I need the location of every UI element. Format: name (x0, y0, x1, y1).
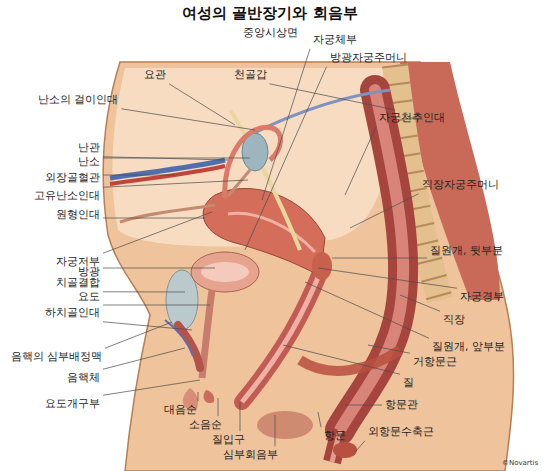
perineal-body (257, 411, 313, 439)
leader-line (103, 322, 192, 330)
leader-line (275, 415, 276, 446)
bladder (191, 252, 259, 292)
part-label: 자궁천추인대 (379, 112, 445, 124)
leader-line (103, 218, 205, 219)
leader-line (400, 295, 440, 311)
part-label: 질 (403, 377, 414, 389)
vagina-lumen (242, 268, 322, 402)
leader-line (332, 258, 427, 259)
leader-line (245, 67, 327, 250)
cervix (312, 252, 332, 280)
leader-line (345, 405, 382, 406)
leader-line (103, 180, 248, 187)
part-label: 대음순 (164, 404, 197, 416)
leader-line (318, 412, 321, 427)
watermark: ©Novartis (502, 460, 538, 468)
part-label: 직장자궁주머니 (422, 179, 499, 191)
leader-line (368, 345, 410, 353)
part-label: 질입구 (212, 434, 245, 446)
part-label: 방광자궁주머니 (330, 52, 407, 64)
part-label: 외항문수축근 (368, 426, 434, 438)
rectum-wall (340, 90, 403, 430)
round-ligament (120, 205, 215, 222)
part-label: 음핵체 (67, 372, 100, 384)
part-label: 항문 (324, 430, 346, 442)
body-outline (103, 62, 513, 471)
labium-minus (204, 390, 215, 403)
ovarian-ligament (228, 170, 250, 196)
leader-line (318, 268, 457, 288)
part-label: 소음순 (189, 419, 222, 431)
part-label: 직장 (443, 314, 465, 326)
part-label: 심부회음부 (223, 449, 278, 461)
leader-line (240, 402, 241, 431)
leader-line (355, 441, 365, 452)
leader-line (218, 398, 219, 416)
subtitle: 중앙시상면 (243, 27, 298, 39)
part-label: 천골갑 (234, 69, 267, 81)
part-label: 항문관 (385, 399, 418, 411)
part-label: 방광 (78, 266, 100, 278)
leader-line (105, 322, 172, 348)
part-label: 질원개, 앞부분 (432, 341, 505, 353)
leader-line (169, 84, 235, 125)
leader-line (283, 345, 400, 374)
dorsal-vein (165, 320, 193, 356)
part-label: 자궁경부 (460, 291, 504, 303)
leader-line (103, 380, 200, 395)
title: 여성의 골반장기와 회음부 (182, 5, 357, 22)
leader-line (198, 392, 199, 401)
leader-line (103, 158, 250, 159)
part-label: 자궁체부 (313, 34, 357, 46)
leader-line (103, 305, 210, 306)
part-label: 고유난소인대 (34, 190, 100, 202)
anal-sphincter (333, 442, 357, 458)
vagina (242, 268, 322, 402)
part-label: 요도개구부 (45, 398, 100, 410)
part-label: 요도 (78, 291, 100, 303)
rectum-lumen (340, 90, 403, 430)
leader-line (262, 49, 310, 200)
leader-line (345, 127, 376, 195)
leader-line (103, 291, 185, 292)
uterine-tube (225, 127, 281, 198)
uterus (203, 188, 325, 276)
uterine-cavity (228, 213, 315, 252)
leader-line (103, 268, 215, 269)
part-label: 난소의 걸이인대 (38, 94, 118, 106)
part-label: 난관 (78, 142, 100, 154)
leader-line (103, 157, 228, 160)
urethra (202, 290, 212, 378)
leader-line (305, 282, 429, 338)
part-label: 요관 (144, 69, 166, 81)
part-label: 음핵의 심부배정맥 (11, 351, 102, 363)
part-label: 질원개, 뒷부분 (430, 245, 503, 257)
bladder-lumen (201, 262, 249, 282)
part-label: 하치골인대 (45, 307, 100, 319)
part-label: 원형인대 (56, 209, 100, 221)
part-label: 치골결합 (56, 277, 100, 289)
leader-line (103, 175, 175, 176)
leader-line (103, 212, 212, 253)
part-label: 거항문근 (413, 356, 457, 368)
part-label: 외장골혈관 (45, 172, 100, 184)
leader-line (270, 84, 396, 110)
leader-line (103, 348, 185, 369)
leader-line (121, 109, 255, 130)
leader-line (350, 194, 419, 228)
part-label: 난소 (78, 156, 100, 168)
